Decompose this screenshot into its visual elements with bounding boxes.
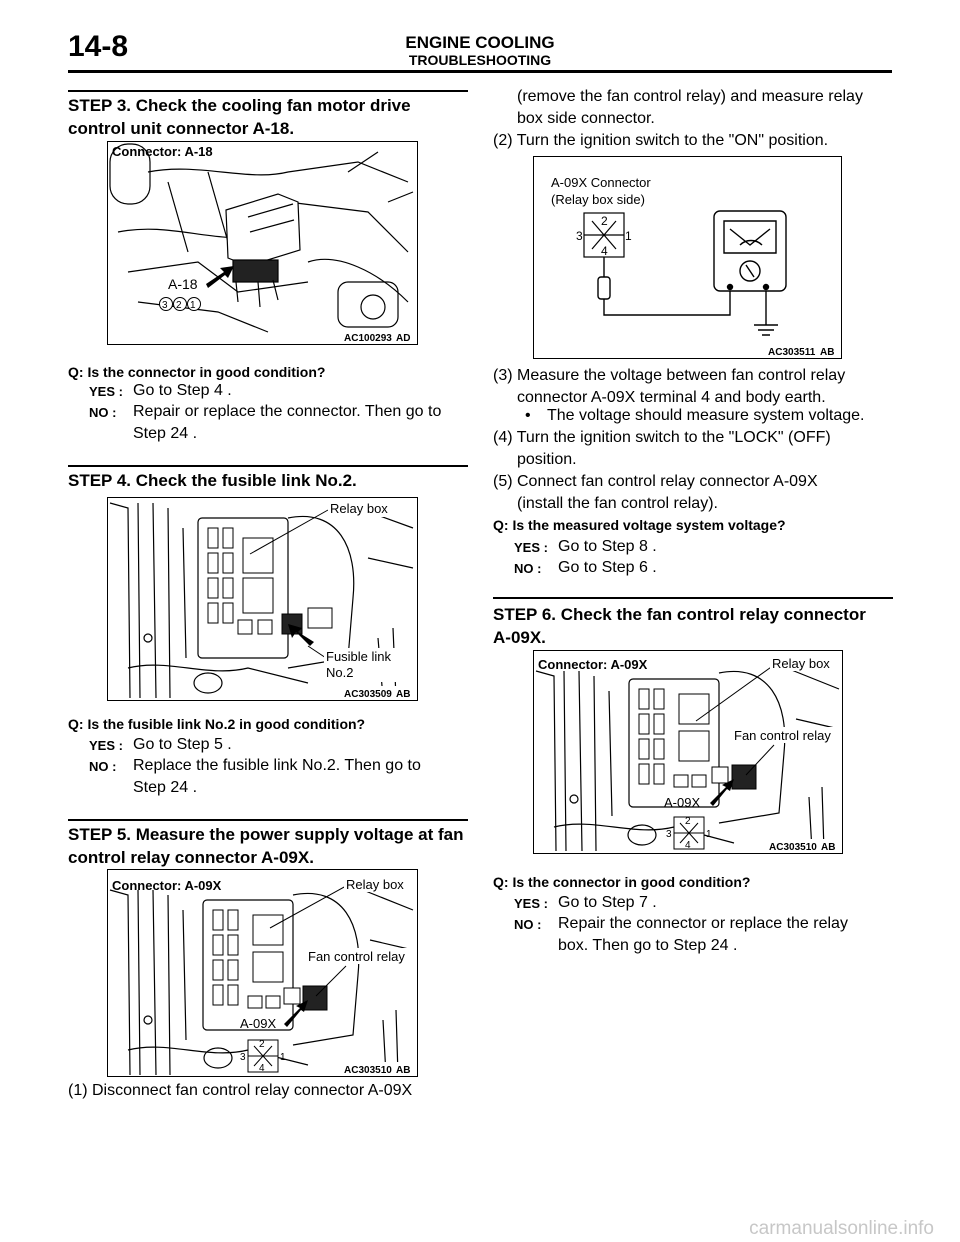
pin-2: 2: [601, 214, 608, 228]
pin-3: 3: [162, 300, 168, 311]
relay-box-label: Relay box: [772, 656, 830, 671]
pin-3: 3: [666, 829, 672, 840]
pin-3: 3: [240, 1052, 246, 1063]
step3-photo: Connector: A-18 A-18 3 2 1 AC100293 AD: [107, 141, 418, 345]
meter-diagram: A-09X Connector (Relay box side) 2 3 1 4…: [533, 156, 842, 359]
figure-suffix: AB: [396, 1065, 410, 1076]
no-label: NO :: [514, 561, 542, 576]
page-number: 14-8: [68, 30, 129, 63]
pin-1: 1: [706, 829, 712, 840]
instruction-2: (2) Turn the ignition switch to the "ON"…: [493, 132, 829, 149]
figure-suffix: AB: [820, 347, 834, 358]
no-label: NO :: [89, 405, 117, 420]
fusible-link-label: Fusible link: [326, 649, 392, 664]
section-subtitle: TROUBLESHOOTING: [408, 52, 552, 68]
step4-photo: Relay box Fusible link No.2 AC303509 AB: [107, 497, 418, 701]
step-rule: [68, 90, 468, 92]
no-label: NO :: [514, 917, 542, 932]
header-rule: [68, 70, 892, 73]
instruction-1-cont: (remove the fan control relay) and measu…: [517, 88, 863, 127]
section-title: ENGINE COOLING: [405, 33, 555, 52]
fan-relay-label: Fan control relay: [308, 949, 405, 964]
yes-answer: Go to Step 8 .: [558, 538, 657, 555]
pin-1: 1: [190, 300, 196, 311]
pin-2: 2: [176, 300, 182, 311]
step3-question: Q: Is the connector in good condition?: [68, 364, 326, 380]
step6-question: Q: Is the connector in good condition?: [493, 874, 751, 890]
step6-title: STEP 6. Check the fan control relay conn…: [493, 605, 866, 647]
yes-answer: Go to Step 5 .: [133, 736, 232, 753]
step-rule: [68, 465, 468, 467]
step-rule: [493, 597, 893, 599]
pin-3: 3: [576, 229, 583, 243]
figure-code: AC100293: [344, 333, 392, 344]
no-answer: Repair the connector or replace the rela…: [558, 915, 848, 954]
figure-caption: Connector: A-09X: [112, 878, 222, 893]
instruction-1-line1: (1) Disconnect fan control relay connect…: [68, 1082, 413, 1099]
connector-label: A-09X: [240, 1016, 276, 1031]
figure-suffix: AB: [396, 689, 410, 700]
step5-title: STEP 5. Measure the power supply voltage…: [68, 825, 464, 867]
figure-code: AC303509: [344, 689, 392, 700]
instruction-5: (5) Connect fan control relay connector …: [493, 473, 818, 512]
pin-1: 1: [625, 229, 632, 243]
instruction-3-bullet: •The voltage should measure system volta…: [525, 407, 865, 424]
fusible-link-number: No.2: [326, 665, 353, 680]
instruction-4: (4) Turn the ignition switch to the "LOC…: [493, 429, 831, 468]
pin-2: 2: [259, 1039, 265, 1050]
step6-photo: Connector: A-09X Relay box Fan control r…: [533, 650, 843, 854]
pin-4: 4: [601, 244, 608, 258]
step5-photo: Connector: A-09X Relay box Fan control r…: [107, 869, 418, 1077]
yes-answer: Go to Step 7 .: [558, 894, 657, 911]
figure-caption: Connector: A-18: [112, 144, 213, 159]
yes-answer: Go to Step 4 .: [133, 382, 232, 399]
no-label: NO :: [89, 759, 117, 774]
step4-title: STEP 4. Check the fusible link No.2.: [68, 471, 357, 490]
connector-label: A-09X: [664, 795, 700, 810]
step3-title: STEP 3. Check the cooling fan motor driv…: [68, 96, 411, 138]
no-answer: Replace the fusible link No.2. Then go t…: [133, 757, 421, 796]
no-answer: Go to Step 6 .: [558, 559, 657, 576]
pin-4: 4: [259, 1063, 265, 1074]
pin-2: 2: [685, 816, 691, 827]
yes-label: YES :: [514, 540, 548, 555]
figure-caption: Connector: A-09X: [538, 657, 648, 672]
figure-suffix: AB: [821, 842, 835, 853]
figure-suffix: AD: [396, 333, 410, 344]
yes-label: YES :: [514, 896, 548, 911]
instruction-3: (3) Measure the voltage between fan cont…: [493, 367, 846, 406]
meter-connector-label: A-09X Connector: [551, 175, 651, 190]
relay-box-label: Relay box: [346, 877, 404, 892]
footer-watermark[interactable]: carmanualsonline.info: [749, 1218, 934, 1239]
figure-code: AC303510: [769, 842, 817, 853]
fan-relay-label: Fan control relay: [734, 728, 831, 743]
figure-code: AC303511: [768, 347, 816, 358]
pin-1: 1: [280, 1052, 286, 1063]
yes-label: YES :: [89, 738, 123, 753]
step5-question: Q: Is the measured voltage system voltag…: [493, 517, 786, 533]
step-rule: [68, 819, 468, 821]
relay-box-label: Relay box: [330, 501, 388, 516]
step4-question: Q: Is the fusible link No.2 in good cond…: [68, 716, 366, 732]
meter-connector-side: (Relay box side): [551, 192, 645, 207]
no-answer: Repair or replace the connector. Then go…: [133, 403, 442, 442]
yes-label: YES :: [89, 384, 123, 399]
pin-4: 4: [685, 840, 691, 851]
figure-code: AC303510: [344, 1065, 392, 1076]
connector-label: A-18: [168, 276, 198, 292]
